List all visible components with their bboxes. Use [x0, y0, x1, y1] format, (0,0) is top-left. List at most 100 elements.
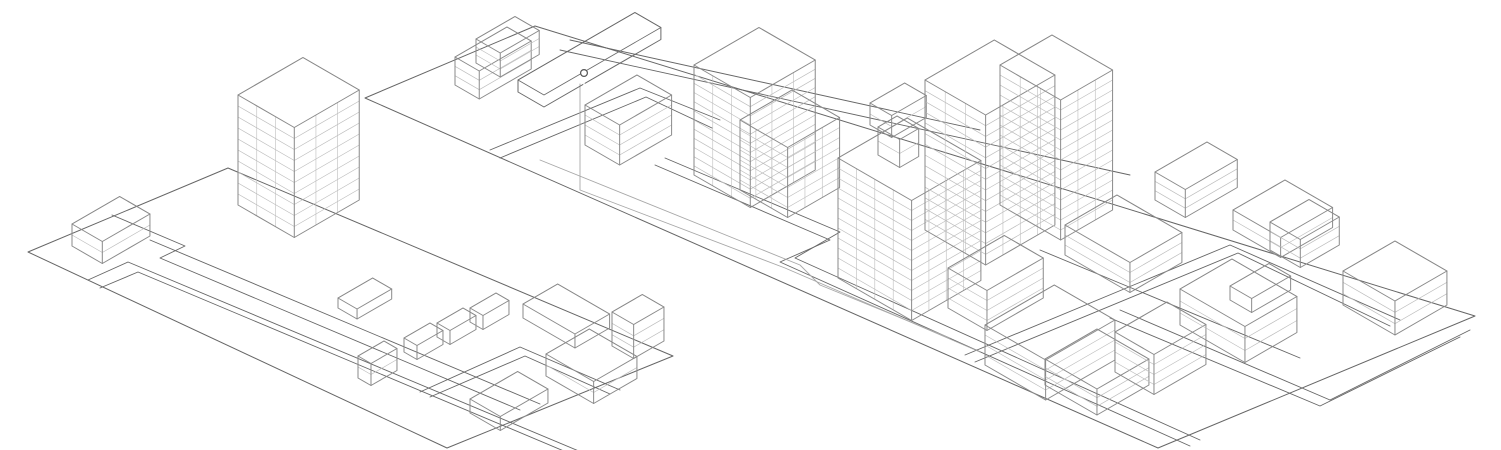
roof-back-edge [1154, 141, 1238, 173]
tower-central [837, 117, 982, 321]
roof-edge [337, 288, 393, 310]
corner-block [611, 294, 665, 359]
roof-back-edge [984, 284, 1116, 326]
floor-line [739, 127, 840, 158]
block-south [545, 328, 638, 404]
block-south-c [1114, 301, 1207, 395]
roof-back-edge [611, 294, 665, 313]
roof-edge [71, 213, 151, 242]
roof-back-edge [469, 371, 549, 400]
roof-back-edge [357, 340, 398, 357]
roof-back-edge [237, 57, 360, 96]
pedestrian-path [579, 83, 981, 353]
roof-back-edge [475, 16, 540, 40]
floor-line [693, 114, 816, 153]
floor-line [237, 100, 360, 139]
floor-line [739, 137, 840, 168]
block-south-east [1179, 258, 1298, 363]
roof-back-edge [1064, 194, 1183, 233]
highlighted-building-roof [517, 12, 662, 96]
road-line [489, 87, 721, 151]
building-outline [1154, 141, 1238, 218]
floor-line [475, 46, 540, 70]
overlay-layer [517, 12, 981, 353]
block-north-mid [739, 89, 841, 218]
floor-line [693, 68, 816, 108]
road-line [559, 49, 1131, 176]
roof-back-edge [545, 328, 638, 357]
floor-line [924, 106, 1056, 148]
roof-back-edge [337, 277, 393, 299]
roof-back-edge [436, 307, 477, 324]
roof-edge [1342, 270, 1448, 302]
roof-back-edge [1269, 199, 1340, 223]
floor-line [1232, 217, 1333, 248]
floor-line [947, 267, 1044, 301]
tower-north [693, 27, 816, 208]
building-outline [545, 328, 638, 404]
roof-back-edge [584, 74, 672, 106]
roof-edge [469, 300, 510, 316]
floor-line [924, 192, 1056, 234]
roof-back-edge [1232, 179, 1333, 211]
floor-line [237, 122, 360, 161]
road-line [1109, 317, 1461, 407]
tower-east [999, 34, 1114, 241]
road-line [569, 39, 981, 131]
highlighted-building [517, 12, 662, 108]
roof-edge [611, 306, 665, 325]
road-line [429, 355, 611, 398]
roof-back-edge [1229, 263, 1292, 287]
block-east-low [1269, 199, 1340, 268]
roof-back-edge [739, 89, 840, 121]
kiosk-b [436, 307, 477, 345]
roof-back-edge [869, 82, 927, 104]
floor-line [739, 167, 840, 198]
floor-line [739, 157, 840, 188]
floor-line [1064, 244, 1183, 283]
floor-line [924, 203, 1056, 244]
floor-line [739, 177, 840, 208]
roof-back-edge [1342, 240, 1448, 272]
floor-line [237, 144, 360, 183]
floor-line [1154, 177, 1238, 209]
floor-line [237, 177, 360, 216]
floor-line [924, 213, 1056, 255]
road-line [974, 252, 1391, 363]
road-line [99, 271, 563, 450]
floor-line [837, 167, 982, 211]
block-northwest [454, 26, 532, 100]
floor-line [924, 96, 1056, 137]
roof-back-edge [403, 322, 444, 339]
road-line [499, 96, 713, 159]
roof-edge [924, 74, 1056, 116]
location-marker-icon [579, 68, 588, 77]
roof-back-edge [71, 196, 151, 225]
roof-back-edge [522, 283, 610, 315]
floor-line [1064, 234, 1183, 273]
roof-back-edge [469, 292, 510, 309]
gate-house [357, 340, 398, 386]
roof-edge [693, 59, 816, 98]
road-line [419, 346, 621, 393]
tower-main [924, 39, 1056, 266]
block-nw-upper [475, 16, 540, 78]
ground-layer [27, 25, 1476, 450]
block-link [1229, 263, 1292, 313]
roof-back-edge [837, 117, 982, 161]
block-lattice [584, 74, 673, 166]
floor-line [693, 123, 816, 163]
road-line [654, 164, 1191, 447]
roof-back-edge [454, 26, 532, 58]
floor-line [693, 151, 816, 190]
roof-back-edge [1179, 258, 1298, 297]
floor-line [237, 111, 360, 150]
roof-edge [947, 257, 1044, 291]
building-outline [71, 196, 151, 264]
roof-back-edge [693, 27, 816, 66]
small-block [337, 277, 393, 320]
roof-edge [1179, 288, 1298, 327]
floor-line [545, 364, 638, 393]
floor-line [924, 181, 1056, 223]
right-site-ground [364, 25, 1476, 449]
